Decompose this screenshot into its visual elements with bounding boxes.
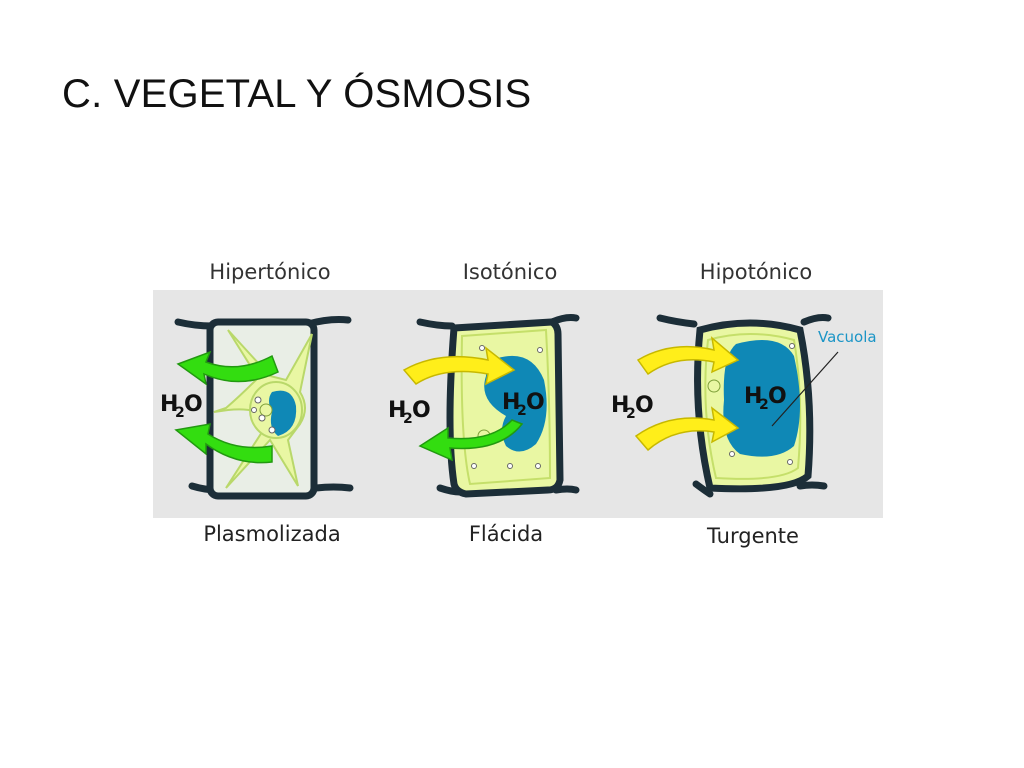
h2o-main: H [388, 398, 406, 423]
arrow-water-in-top [636, 336, 740, 376]
h2o-sub: 2 [175, 405, 185, 421]
h2o-main: H [160, 392, 178, 417]
arrow-water-out-bottom [174, 423, 273, 464]
arrow-water-out [418, 419, 524, 462]
h2o-label-1: H 2 O [160, 392, 203, 421]
arrow-water-in [402, 346, 516, 386]
h2o-main: H [502, 390, 520, 415]
cell-flaccid [402, 314, 580, 498]
vacuole [723, 340, 800, 457]
cell-plasmolyzed [174, 316, 354, 500]
arrow-water-in-bottom [634, 406, 740, 452]
slide-title: C. VEGETAL Y ÓSMOSIS [62, 72, 532, 116]
label-hipotonico: Hipotónico [699, 260, 813, 284]
h2o-sub: 2 [626, 406, 636, 422]
h2o-tail: O [768, 384, 787, 409]
label-isotonico: Isotónico [462, 260, 558, 284]
label-flacida: Flácida [468, 522, 544, 546]
cell-turgid [634, 314, 839, 498]
h2o-label-2: H 2 O [388, 398, 431, 427]
h2o-tail: O [635, 393, 654, 418]
h2o-main: H [744, 384, 762, 409]
label-plasmolizada: Plasmolizada [203, 522, 341, 546]
vacuole [484, 355, 547, 452]
h2o-label-5: H 2 O [744, 384, 787, 413]
h2o-tail: O [184, 392, 203, 417]
vacuole-label: Vacuola [818, 328, 877, 346]
vacuole-pointer-line [771, 351, 839, 427]
h2o-tail: O [526, 390, 545, 415]
h2o-label-3: H 2 O [502, 390, 545, 419]
h2o-main: H [611, 393, 629, 418]
label-turgente: Turgente [707, 524, 799, 548]
vacuole [269, 390, 297, 436]
h2o-sub: 2 [517, 403, 527, 419]
h2o-sub: 2 [403, 411, 413, 427]
h2o-label-4: H 2 O [611, 393, 654, 422]
h2o-tail: O [412, 398, 431, 423]
h2o-sub: 2 [759, 397, 769, 413]
label-hipertonico: Hipertónico [209, 260, 331, 284]
arrow-water-out-top [176, 350, 279, 386]
